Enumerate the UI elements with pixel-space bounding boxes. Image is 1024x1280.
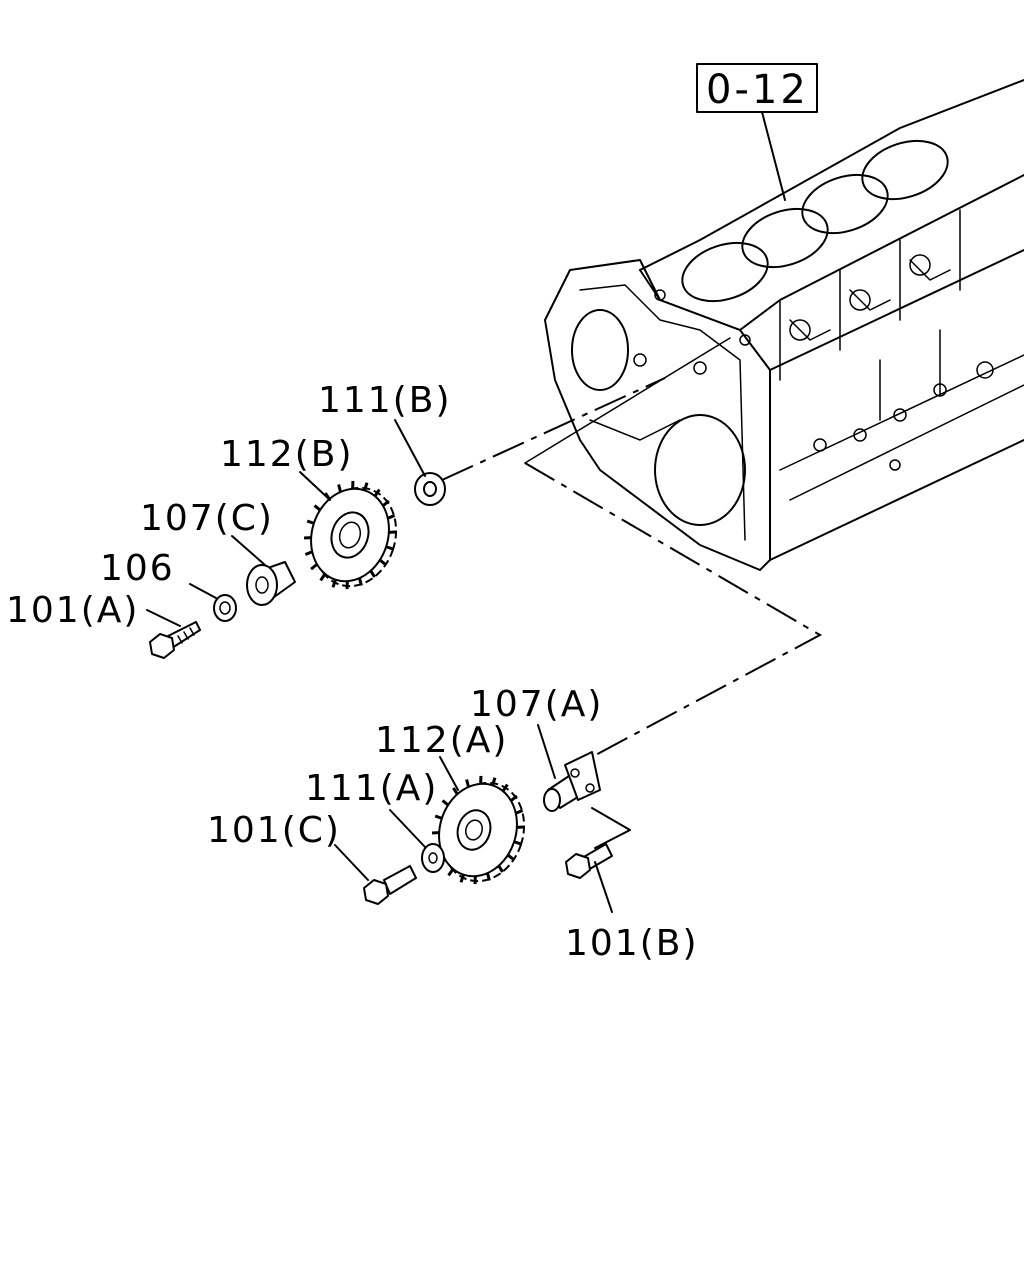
label-111a: 111(A) xyxy=(305,768,438,809)
gear-tooth xyxy=(479,775,483,784)
label-101c: 101(C) xyxy=(207,810,341,851)
label-101b: 101(B) xyxy=(565,923,699,964)
thrust-washer-a xyxy=(421,843,445,873)
gear-tooth xyxy=(515,809,524,815)
idler-shaft-a xyxy=(543,751,601,812)
idler-gear-b xyxy=(303,480,398,590)
gear-tooth xyxy=(303,536,312,540)
gear-tooth xyxy=(388,530,397,534)
gear-tooth xyxy=(501,783,509,792)
gear-teeth xyxy=(303,480,397,590)
gear-tooth xyxy=(431,831,440,835)
assembly-lines xyxy=(441,337,823,759)
gear-tooth xyxy=(382,499,390,507)
gear-tooth xyxy=(459,874,465,883)
gear-tooth xyxy=(331,579,337,588)
leader-lines xyxy=(146,419,631,913)
gear-tooth xyxy=(304,550,313,556)
gear-tooth xyxy=(345,581,349,590)
label-101a: 101(A) xyxy=(6,590,139,631)
gear-tooth xyxy=(447,868,455,877)
gear-tooth xyxy=(358,577,363,586)
bolt-101c xyxy=(363,865,417,905)
bolt-101b xyxy=(565,843,613,879)
gear-tooth xyxy=(369,569,376,578)
gear-tooth xyxy=(378,558,387,566)
gear-tooth xyxy=(465,779,470,788)
gear-tooth xyxy=(473,876,477,885)
reference-label: 0-12 xyxy=(706,67,809,113)
label-112a: 112(A) xyxy=(375,720,508,761)
reference-callout: 0-12 xyxy=(696,63,818,201)
gear-tooth xyxy=(351,480,355,489)
bolt-101a xyxy=(149,621,201,659)
label-112b: 112(B) xyxy=(220,434,354,475)
idler-gear-a xyxy=(431,775,526,885)
gear-tooth xyxy=(337,484,342,493)
gear-tooth xyxy=(497,864,504,873)
gear-tooth xyxy=(363,482,369,491)
gear-tooth xyxy=(319,573,327,582)
thrust-washer-b xyxy=(414,472,446,506)
gear-tooth xyxy=(506,853,515,861)
gear-tooth xyxy=(385,545,394,551)
label-111b: 111(B) xyxy=(318,380,452,421)
gear-tooth xyxy=(306,519,315,525)
idler-shaft-c xyxy=(246,561,296,606)
gear-tooth xyxy=(486,872,491,881)
washer-106 xyxy=(213,594,237,622)
gear-tooth xyxy=(434,814,443,820)
gear-tooth xyxy=(313,504,322,512)
label-106: 106 xyxy=(100,548,175,589)
gear-tooth xyxy=(310,563,318,571)
engine-block xyxy=(544,79,1024,571)
label-107a: 107(A) xyxy=(470,684,603,725)
gear-tooth xyxy=(441,799,450,807)
label-107c: 107(C) xyxy=(140,498,274,539)
gear-tooth xyxy=(510,794,518,802)
gear-tooth xyxy=(516,825,525,829)
gear-tooth xyxy=(373,488,381,497)
part-labels: 111(B) 112(B) 107(C) 106 101(A) 107(A) 1… xyxy=(6,380,699,964)
gear-tooth xyxy=(513,840,522,846)
gear-tooth xyxy=(452,787,459,796)
gear-tooth xyxy=(491,777,497,786)
gear-tooth xyxy=(387,514,396,520)
